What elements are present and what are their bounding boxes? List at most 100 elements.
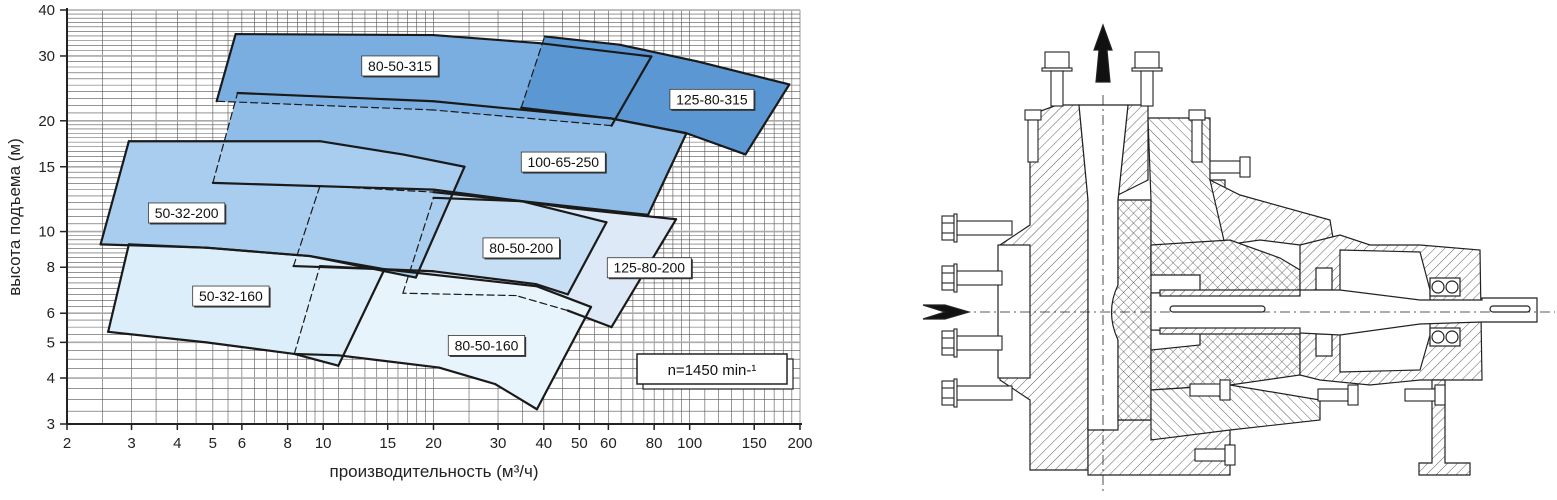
bolt-icon <box>941 263 1003 293</box>
pump-area-edge <box>99 140 130 246</box>
y-tick-label: 10 <box>38 224 55 241</box>
pump-area-edge <box>646 132 688 216</box>
pump-area-edge <box>432 188 523 203</box>
y-tick-label: 40 <box>38 2 55 19</box>
bolt-shank <box>956 220 1013 236</box>
center-lines <box>960 95 1555 495</box>
pump-area-edge <box>205 341 296 356</box>
y-axis-label: высота подъема (м) <box>5 138 24 296</box>
x-tick-label: 15 <box>379 435 396 452</box>
pump-area-edge <box>744 83 791 156</box>
bolt-icon <box>1194 444 1236 466</box>
x-tick-label: 40 <box>535 435 552 452</box>
pump-area-edge <box>534 282 569 296</box>
bolt-head <box>1347 384 1359 406</box>
bolt-icon <box>1404 384 1446 406</box>
y-tick-label: 15 <box>38 159 55 176</box>
x-tick-label: 60 <box>600 435 617 452</box>
pump-area-label: 125-80-200 <box>606 257 693 280</box>
pump-area-edge <box>520 106 613 120</box>
pump-area-label-text: 80-50-315 <box>368 58 432 74</box>
y-tick-label: 5 <box>47 334 55 351</box>
pump-area-edge <box>566 221 608 296</box>
label-box <box>482 237 560 259</box>
pump-area-edge <box>318 140 404 156</box>
bolt-shank <box>956 270 1003 286</box>
pump-area-edge <box>535 285 593 309</box>
pump-performance-chart: 125-80-20080-50-16080-50-20050-32-160100… <box>5 2 813 481</box>
bolt-icon <box>941 213 1013 243</box>
bearing <box>1315 267 1333 291</box>
pump-area-edge <box>308 254 417 279</box>
bolt-icon <box>1188 109 1206 163</box>
bolt-icon <box>941 378 1013 408</box>
pump-area-label-text: 125-80-315 <box>676 91 748 107</box>
bolt-icon <box>1317 384 1359 406</box>
inlet-arrow-icon <box>922 304 972 320</box>
pump-area-edge <box>401 153 466 168</box>
x-axis-label: производительность (м³/ч) <box>330 462 539 481</box>
pump-area-edge <box>215 33 237 103</box>
pump-area-edge <box>696 60 791 86</box>
pump-area-dashed-edge <box>402 292 517 297</box>
x-tick-label: 80 <box>646 435 663 452</box>
pump-area-edge <box>234 33 435 37</box>
label-box <box>606 257 692 279</box>
y-tick-label: 6 <box>47 305 55 322</box>
pump-area-outlines <box>99 33 791 411</box>
bolt-head <box>1224 444 1236 466</box>
pump-area-dashed-edge <box>520 35 546 109</box>
pump-area-label: 100-65-250 <box>520 151 607 174</box>
pump-area-dashed-edge <box>432 109 613 127</box>
pump-area-label: 80-50-200 <box>482 237 561 260</box>
bolts <box>941 51 1446 466</box>
pump-area-dashed-edge <box>212 92 239 184</box>
bolt-icon <box>941 328 1003 358</box>
bolt-head <box>941 330 955 356</box>
pump-area-edge <box>566 206 678 221</box>
pump-area-label: 125-80-315 <box>669 88 756 111</box>
x-tick-label: 6 <box>238 435 246 452</box>
bolt-icon <box>1209 156 1251 178</box>
pump-area-dashed-edge <box>515 294 569 312</box>
pump-area-edge <box>520 200 650 216</box>
volute-casing <box>997 104 1231 476</box>
bolt-shank <box>1140 70 1154 107</box>
pump-area-edge <box>494 383 539 411</box>
y-tick-label: 4 <box>47 370 55 387</box>
pump-area-50-32-200 <box>100 141 465 278</box>
bearing <box>1315 333 1333 357</box>
bearing <box>1429 327 1461 347</box>
pump-area-edge <box>610 55 653 127</box>
label-box <box>361 55 439 77</box>
pump-area-edge <box>383 268 539 288</box>
pump-area-edge <box>432 33 541 45</box>
pump-area-edge <box>609 117 688 135</box>
pump-area-label-text: 125-80-200 <box>613 260 685 276</box>
pump-area-edge <box>543 35 621 46</box>
pump-area-edge <box>432 270 537 286</box>
y-tick-label: 30 <box>38 48 55 65</box>
pump-area-label-text: 100-65-250 <box>527 154 599 170</box>
x-tick-label: 20 <box>425 435 442 452</box>
pump-area-edge <box>566 309 613 329</box>
pump-area-edge <box>293 352 340 367</box>
bolt-icon <box>1131 51 1163 107</box>
pump-area-edge <box>99 243 208 249</box>
pump-area-dashed-edge <box>216 100 435 111</box>
bolt-shank <box>1027 119 1039 163</box>
bolt-head <box>941 215 955 241</box>
bolt-head <box>1188 109 1206 121</box>
pump-area-edge <box>236 91 435 103</box>
y-tick-label: 8 <box>47 259 55 276</box>
label-box <box>148 202 226 224</box>
bolt-shank <box>956 335 1003 351</box>
label-box <box>520 151 606 173</box>
x-tick-label: 200 <box>787 435 812 452</box>
bolt-shank <box>1189 383 1221 397</box>
pump-area-dashed-edge <box>293 265 321 355</box>
x-tick-label: 50 <box>571 435 588 452</box>
pump-area-dashed-edge <box>292 185 321 267</box>
bolt-head <box>1134 51 1160 69</box>
